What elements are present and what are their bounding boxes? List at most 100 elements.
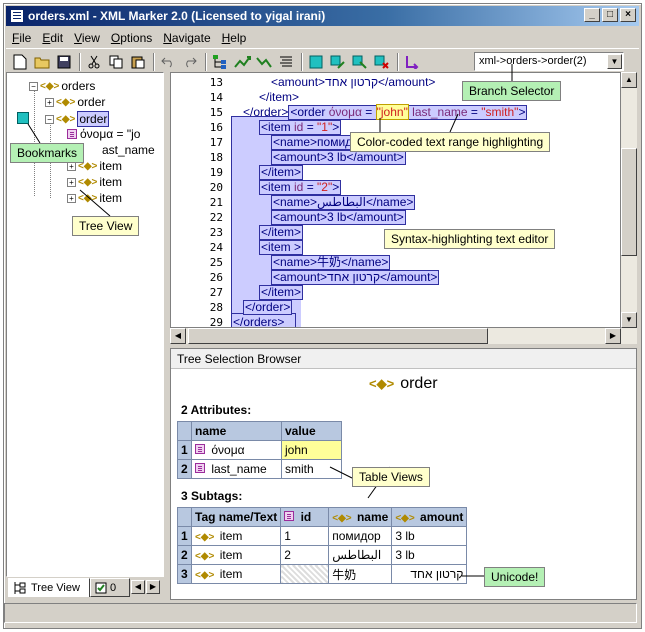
attribute-icon <box>284 511 295 521</box>
attribute-icon <box>195 444 205 454</box>
menu-file[interactable]: File <box>12 30 32 45</box>
tag-icon: <◆> <box>369 376 395 391</box>
title-bar[interactable]: orders.xml - XML Marker 2.0 (Licensed to… <box>6 6 639 26</box>
toolbar-separator <box>397 52 399 71</box>
app-icon <box>10 9 24 23</box>
editor-line[interactable]: 29</orders> <box>209 315 285 328</box>
callout-bookmarks: Bookmarks <box>10 143 85 163</box>
callout-branch-selector: Branch Selector <box>462 81 562 101</box>
move-down-icon[interactable] <box>254 52 274 72</box>
table-row[interactable]: 3 <◆> item 牛奶 קרטון אחד <box>177 564 468 584</box>
editor-line[interactable]: 21<name>البطاطس</name> <box>209 195 416 210</box>
close-button[interactable]: × <box>620 8 636 22</box>
menu-view[interactable]: View <box>74 30 100 45</box>
expand-icon[interactable]: + <box>67 193 76 203</box>
attributes-title: 2 Attributes: <box>181 403 252 417</box>
tree-view-icon <box>14 582 26 594</box>
text-editor[interactable]: 13<amount>קרטון אחד</amount> 14</item> 1… <box>170 72 621 328</box>
scroll-down-icon[interactable]: ▼ <box>621 312 637 328</box>
tab-scroll-left-icon[interactable]: ◀ <box>131 580 145 594</box>
editor-horizontal-scrollbar[interactable]: ◀ ▶ <box>170 328 637 344</box>
editor-line[interactable]: 24<item > <box>209 240 304 255</box>
subtags-title: 3 Subtags: <box>181 489 243 503</box>
cut-icon[interactable] <box>84 52 104 72</box>
attribute-icon <box>195 463 205 473</box>
collapse-icon[interactable]: − <box>45 114 54 124</box>
editor-line[interactable]: 18<amount>3 lb</amount> <box>209 150 406 165</box>
tab-other[interactable]: 0 <box>90 578 130 597</box>
minimize-button[interactable]: _ <box>584 8 600 22</box>
table-header-row: name value <box>177 421 342 441</box>
tab-tree-view[interactable]: Tree View <box>8 578 90 597</box>
toolbar-separator <box>205 52 207 71</box>
tree-node-orders[interactable]: − <◆> orders <box>29 79 95 93</box>
tree-node-item[interactable]: + <◆> item <box>67 159 122 173</box>
browser-node-title: <◆> order <box>369 375 438 392</box>
tree-structure-icon[interactable] <box>210 52 230 72</box>
editor-line[interactable]: 28</order> <box>209 300 293 315</box>
scroll-right-icon[interactable]: ▶ <box>605 328 621 344</box>
expand-icon[interactable]: + <box>67 177 76 187</box>
scroll-left-icon[interactable]: ◀ <box>170 328 186 344</box>
expand-icon[interactable]: + <box>45 97 54 107</box>
toolbar-separator <box>301 52 303 71</box>
checklist-icon <box>95 582 107 593</box>
table-row[interactable]: 2 last_name smith <box>177 459 342 479</box>
table-header-row: Tag name/Text id <◆> name <◆> amount <box>177 507 468 527</box>
editor-line[interactable]: 19</item> <box>209 165 304 180</box>
tag-icon: <◆> <box>395 513 415 524</box>
tab-scroll-right-icon[interactable]: ▶ <box>146 580 160 594</box>
editor-line[interactable]: 20 <item id = "2"> <box>209 180 342 195</box>
table-row[interactable]: 2 <◆> item 2 البطاطس 3 lb <box>177 545 468 565</box>
editor-line[interactable]: 27</item> <box>209 285 304 300</box>
editor-vertical-scrollbar[interactable]: ▲ ▼ <box>621 72 637 328</box>
maximize-button[interactable]: □ <box>602 8 618 22</box>
editor-line[interactable]: 14</item> <box>209 90 300 104</box>
editor-line[interactable]: 16 <item id = "1"> <box>209 120 342 135</box>
branch-selector[interactable]: xml->orders->order(2) ▼ <box>474 52 624 71</box>
tag-icon: <◆> <box>78 160 98 172</box>
tag-icon: <◆> <box>78 192 98 204</box>
bookmark-clear-icon[interactable] <box>372 52 392 72</box>
format-lines-icon[interactable] <box>276 52 296 72</box>
bookmark-marker-icon[interactable] <box>17 112 29 124</box>
table-row[interactable]: 1 όνομα john <box>177 440 342 460</box>
scroll-thumb[interactable] <box>621 148 637 256</box>
tag-icon: <◆> <box>56 96 76 108</box>
save-icon[interactable] <box>54 52 74 72</box>
tree-node-attribute[interactable]: όνομα = "jo <box>67 127 140 141</box>
navigate-icon[interactable] <box>402 52 422 72</box>
paste-icon[interactable] <box>128 52 148 72</box>
editor-line[interactable]: 13<amount>קרטון אחד</amount> <box>209 75 436 89</box>
move-up-icon[interactable] <box>232 52 252 72</box>
tree-node-order-selected[interactable]: − <◆> order <box>45 111 110 127</box>
menu-options[interactable]: Options <box>110 30 153 45</box>
scroll-up-icon[interactable]: ▲ <box>621 72 637 88</box>
table-row[interactable]: 1 <◆> item 1 помидор 3 lb <box>177 526 468 546</box>
menu-edit[interactable]: Edit <box>42 30 64 45</box>
scroll-thumb[interactable] <box>188 328 488 344</box>
copy-icon[interactable] <box>106 52 126 72</box>
menu-help[interactable]: Help <box>221 30 247 45</box>
tag-icon: <◆> <box>195 551 215 562</box>
redo-icon[interactable] <box>180 52 200 72</box>
bookmark-toggle-icon[interactable] <box>306 52 326 72</box>
tree-node-item[interactable]: + <◆> item <box>67 191 122 205</box>
tree-node-item[interactable]: + <◆> item <box>67 175 122 189</box>
bookmark-prev-icon[interactable] <box>328 52 348 72</box>
chevron-down-icon[interactable]: ▼ <box>607 54 622 69</box>
menu-navigate[interactable]: Navigate <box>163 30 211 45</box>
tree-node-attribute[interactable]: ast_name <box>102 143 155 157</box>
tree-node-order[interactable]: + <◆> order <box>45 95 105 109</box>
new-file-icon[interactable] <box>10 52 30 72</box>
menu-bar: File Edit View Options Navigate Help <box>6 28 639 47</box>
editor-line[interactable]: 25<name>牛奶</name> <box>209 255 391 270</box>
editor-line[interactable]: 22<amount>3 lb</amount> <box>209 210 406 225</box>
editor-line[interactable]: 26<amount>קרטון אחד</amount> <box>209 270 440 285</box>
open-folder-icon[interactable] <box>32 52 52 72</box>
bookmark-next-icon[interactable] <box>350 52 370 72</box>
collapse-icon[interactable]: − <box>29 81 38 91</box>
editor-line[interactable]: 23</item> <box>209 225 304 240</box>
undo-icon[interactable] <box>158 52 178 72</box>
editor-line[interactable]: 15 </order><order όνομα = "john" last_na… <box>209 104 528 120</box>
